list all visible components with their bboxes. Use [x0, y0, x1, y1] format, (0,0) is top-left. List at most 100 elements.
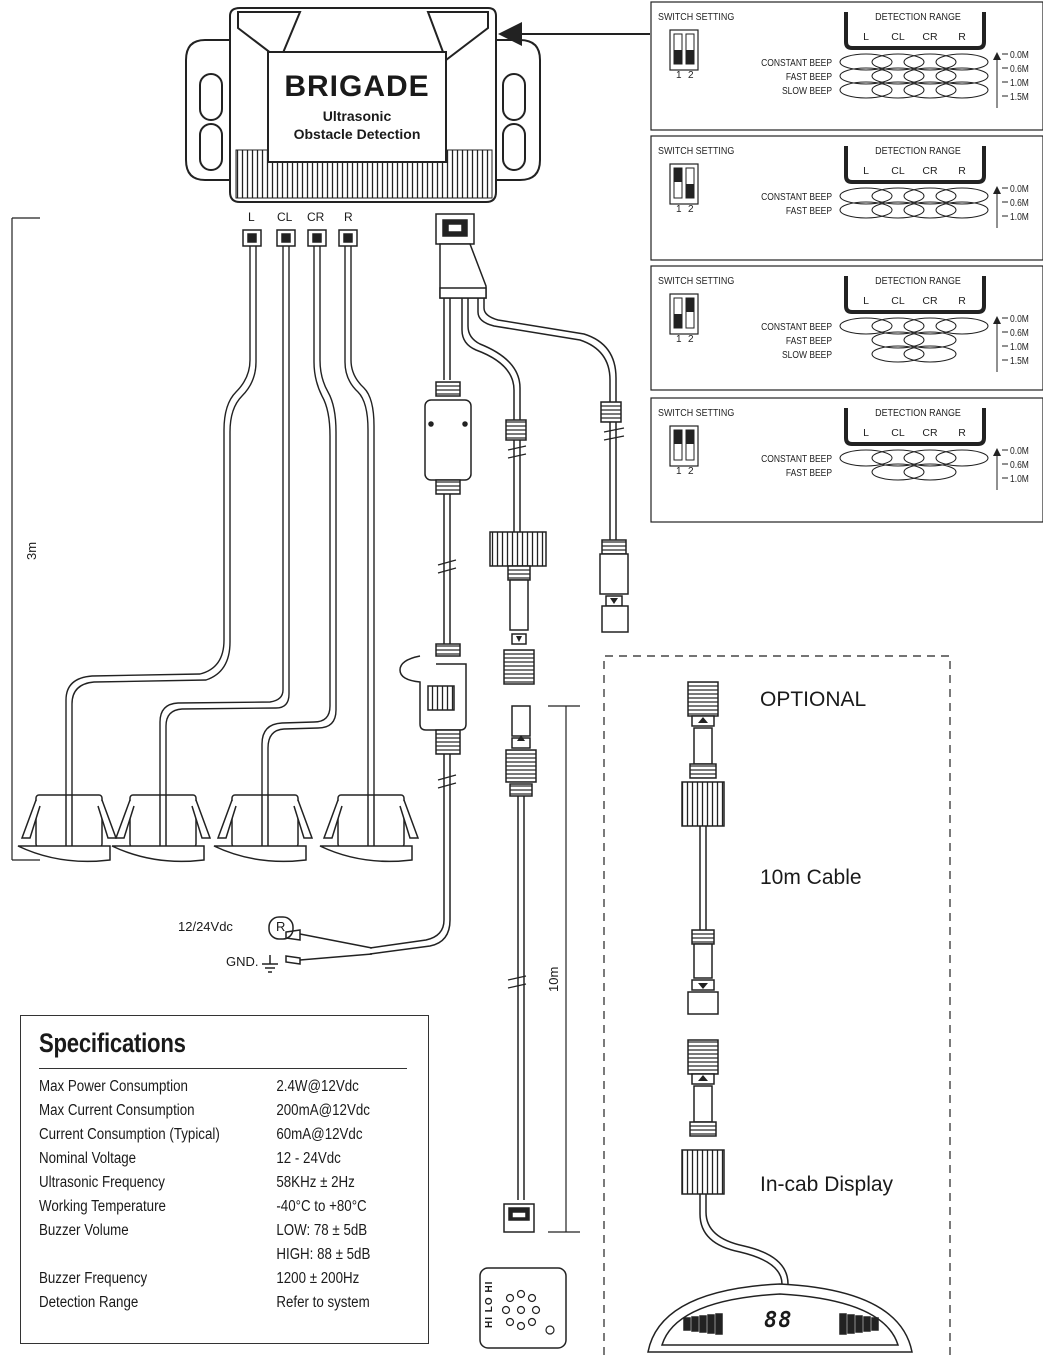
- detection-lobe: [871, 463, 925, 481]
- r-marker: R: [276, 919, 286, 934]
- display-bars-right: [839, 1313, 879, 1335]
- beep-label: FAST BEEP: [786, 335, 832, 346]
- detection-lobe: [903, 81, 957, 99]
- distance-label: 1.5M: [1010, 91, 1029, 102]
- beep-label: CONSTANT BEEP: [761, 321, 832, 332]
- switch-setting-label: SWITCH SETTING: [658, 11, 734, 23]
- spec-label: Max Current Consumption: [39, 1102, 195, 1119]
- sensor-CR: [213, 794, 314, 863]
- bumper-outline: [844, 408, 986, 446]
- distance-label: 0.6M: [1010, 63, 1029, 74]
- sensor-connectors: [242, 229, 358, 247]
- spec-label: Current Consumption (Typical): [39, 1126, 220, 1143]
- range-sensor-label: L: [863, 427, 869, 439]
- spec-row: Max Current Consumption 200mA@12Vdc: [39, 1102, 370, 1124]
- range-sensor-label: CL: [891, 165, 905, 177]
- detection-lobe: [839, 317, 893, 335]
- range-sensor-label: CR: [922, 31, 938, 43]
- power-markers: [262, 916, 294, 973]
- dip-switch-2-knob: [686, 430, 694, 444]
- detection-range-label: DETECTION RANGE: [875, 407, 961, 419]
- display-bars-left: [683, 1313, 723, 1335]
- detection-lobe: [935, 201, 989, 219]
- specifications-title: Specifications: [39, 1028, 186, 1058]
- spec-value: 200mA@12Vdc: [276, 1102, 370, 1119]
- detection-lobe: [871, 187, 925, 205]
- spec-label: Nominal Voltage: [39, 1150, 137, 1167]
- optional-box: [603, 655, 951, 1355]
- distance-label: 1.5M: [1010, 355, 1029, 366]
- spec-value: LOW: 78 ± 5dB: [276, 1222, 368, 1239]
- beep-label: CONSTANT BEEP: [761, 453, 832, 464]
- distance-label: 0.0M: [1010, 445, 1029, 456]
- dip-switch-1-knob: [674, 430, 682, 444]
- detection-lobe: [935, 81, 989, 99]
- display-readout: 88: [764, 1308, 793, 1333]
- sensor-cable-length: 3m: [24, 541, 39, 560]
- spec-row: Buzzer Volume LOW: 78 ± 5dB: [39, 1222, 367, 1244]
- sensor-label-r: R: [344, 210, 353, 224]
- dip-switch-2-knob: [686, 50, 694, 64]
- distance-label: 0.6M: [1010, 327, 1029, 338]
- detection-lobe: [839, 67, 893, 85]
- distance-label: 0.6M: [1010, 459, 1029, 470]
- range-sensor-label: CR: [922, 295, 938, 307]
- switch-number-2: 2: [688, 70, 694, 81]
- beep-label: FAST BEEP: [786, 71, 832, 82]
- product-name-line1: Ultrasonic: [322, 108, 392, 124]
- distance-label: 1.0M: [1010, 211, 1029, 222]
- buzzer-label-lo: LO: [484, 1296, 495, 1313]
- switch-number-1: 1: [676, 334, 682, 345]
- detection-lobe: [871, 345, 925, 363]
- specifications-rule: [39, 1068, 407, 1069]
- control-unit: [185, 7, 541, 203]
- sensor-label-cl: CL: [277, 210, 293, 224]
- dip-switch-2-knob: [686, 184, 694, 198]
- switch-number-1: 1: [676, 466, 682, 477]
- detection-lobe: [839, 201, 893, 219]
- display-cable-length: 10m: [546, 966, 561, 992]
- optional-cable-label: 10m Cable: [760, 866, 862, 889]
- spec-label: Buzzer Volume: [39, 1222, 129, 1239]
- detection-lobe: [935, 67, 989, 85]
- switch-number-1: 1: [676, 70, 682, 81]
- distance-label: 0.0M: [1010, 313, 1029, 324]
- distance-label: 0.6M: [1010, 197, 1029, 208]
- spec-label: Max Power Consumption: [39, 1078, 188, 1095]
- distance-label: 0.0M: [1010, 183, 1029, 194]
- spec-label: Buzzer Frequency: [39, 1270, 148, 1287]
- detection-lobe: [903, 345, 957, 363]
- detection-lobe: [871, 67, 925, 85]
- dip-switch-2-knob: [686, 298, 694, 312]
- spec-label: Detection Range: [39, 1294, 139, 1311]
- switch-number-2: 2: [688, 334, 694, 345]
- spec-row: Current Consumption (Typical)60mA@12Vdc: [39, 1126, 363, 1148]
- sensor-heads: [17, 794, 420, 863]
- detection-lobe: [839, 53, 893, 71]
- sensor-cables: [65, 246, 375, 800]
- range-sensor-label: L: [863, 31, 869, 43]
- optional-title: OPTIONAL: [760, 688, 867, 711]
- range-sensor-label: R: [958, 165, 966, 177]
- range-sensor-label: CR: [922, 427, 938, 439]
- buzzer-label-hi-2: HI: [484, 1280, 495, 1293]
- bumper-outline: [844, 146, 986, 184]
- switch-number-2: 2: [688, 466, 694, 477]
- sensor-CL: [111, 794, 212, 863]
- detection-lobe: [871, 53, 925, 71]
- detection-lobe: [871, 449, 925, 467]
- detection-lobe: [935, 187, 989, 205]
- spec-value: 12 - 24Vdc: [276, 1150, 341, 1167]
- detection-range-label: DETECTION RANGE: [875, 11, 961, 23]
- spec-row: HIGH: 88 ± 5dB: [39, 1246, 370, 1268]
- range-sensor-label: CL: [891, 295, 905, 307]
- detection-lobe: [903, 331, 957, 349]
- detection-range-label: DETECTION RANGE: [875, 145, 961, 157]
- spec-value: -40°C to +80°C: [276, 1198, 367, 1215]
